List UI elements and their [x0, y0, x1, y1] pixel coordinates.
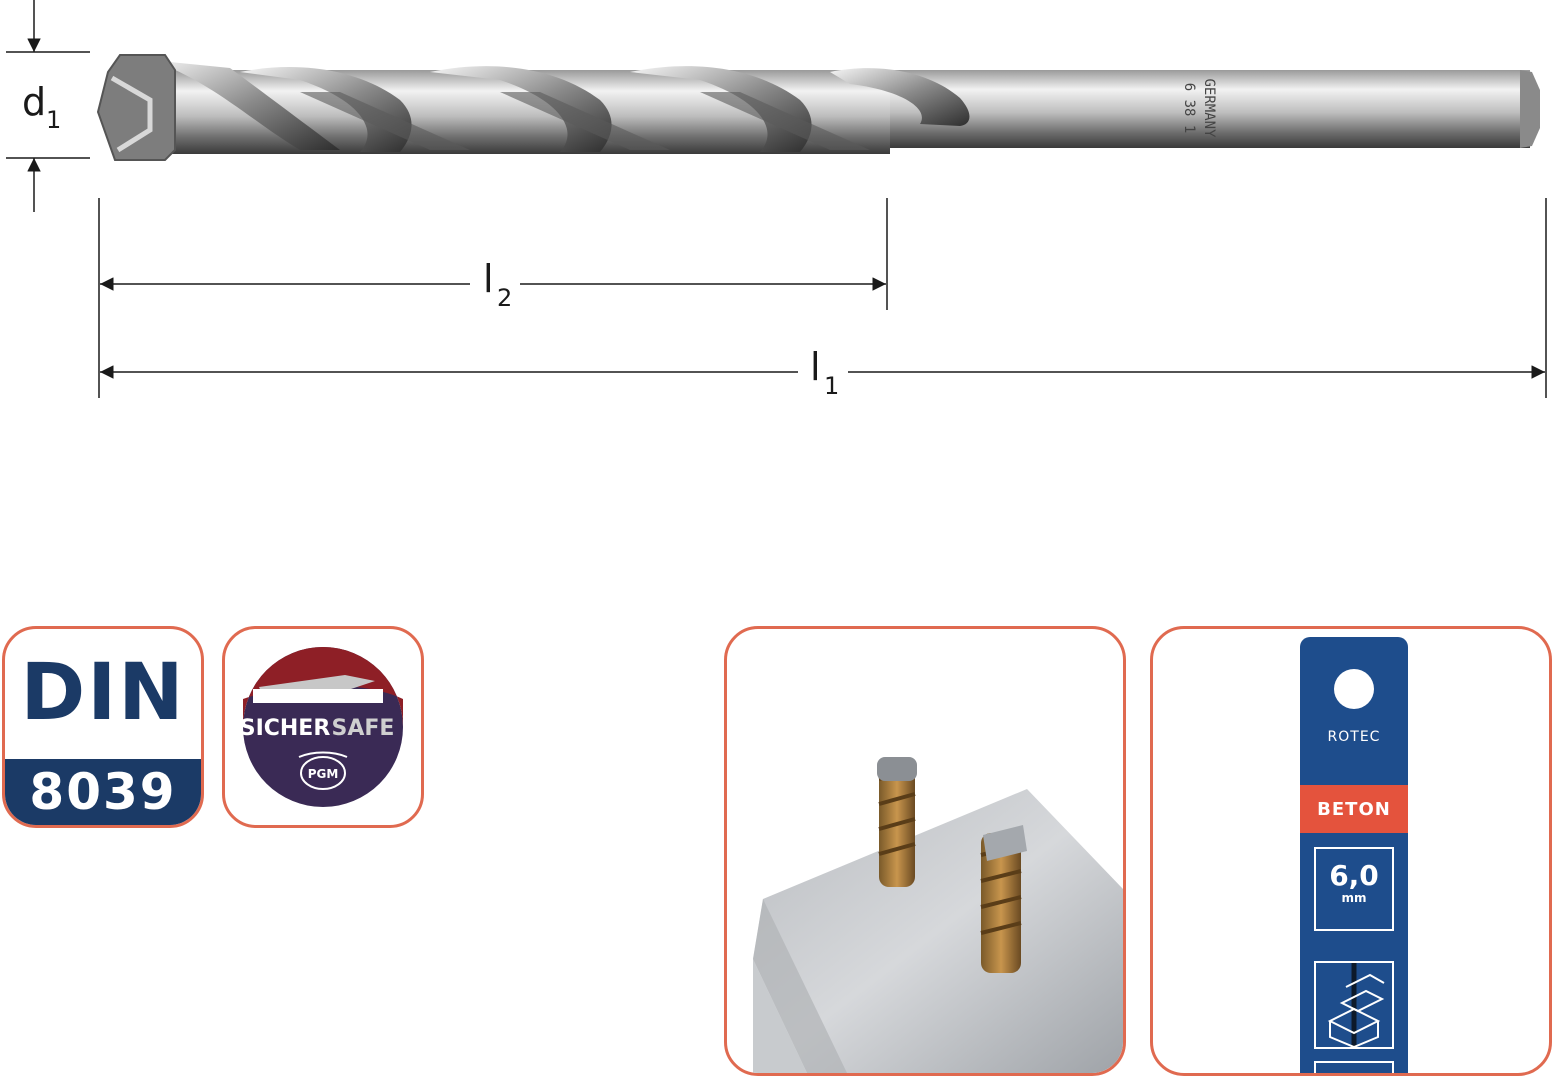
drill-carbide-tip	[96, 54, 176, 161]
sichersafe-name-part1: SICHER	[240, 716, 331, 741]
diameter-label: d	[22, 80, 46, 124]
drill-shank-end	[1520, 70, 1540, 148]
sichersafe-name-part2: SAFE	[332, 716, 395, 741]
sichersafe-sub: PGM	[308, 767, 339, 781]
package-brand: ROTEC	[1327, 729, 1381, 745]
sichersafe-logo: SICHER SAFE PGM	[240, 647, 403, 807]
drill-flutes	[150, 60, 970, 152]
svg-text:GERMANY: GERMANY	[1201, 78, 1217, 138]
total-length-subscript: 1	[824, 372, 839, 400]
din-number: 8039	[5, 759, 201, 825]
svg-text:6 38 1: 6 38 1	[1181, 83, 1197, 134]
drill-package: ROTEC BETON 6,0 mm	[1300, 637, 1408, 1073]
flute-length-subscript: 2	[497, 284, 512, 312]
din-badge: DIN 8039	[2, 626, 204, 828]
total-length-dimension: l 1	[100, 345, 1545, 400]
application-photo	[724, 626, 1126, 1076]
din-label: DIN	[20, 648, 186, 738]
flute-length-label: l	[483, 257, 494, 301]
anchor-right	[980, 825, 1027, 973]
sichersafe-badge: SICHER SAFE PGM	[222, 626, 424, 828]
package-photo: ROTEC BETON 6,0 mm	[1150, 626, 1552, 1076]
package-hang-hole	[1334, 669, 1374, 709]
anchor-left	[877, 757, 917, 887]
drill-marking: 6 38 1 GERMANY	[1181, 78, 1217, 138]
package-size-unit: mm	[1341, 891, 1367, 905]
package-size-value: 6,0	[1329, 859, 1379, 892]
flute-length-dimension: l 2	[100, 257, 886, 312]
diameter-subscript: 1	[46, 106, 61, 134]
drill-shank	[880, 70, 1530, 148]
total-length-label: l	[810, 345, 821, 389]
diameter-dimension: d 1	[6, 0, 90, 212]
drill-bit: 6 38 1 GERMANY	[96, 54, 1540, 161]
package-size-box: 6,0 mm	[1314, 847, 1394, 931]
concrete-block	[753, 789, 1123, 1073]
package-material: BETON	[1300, 785, 1408, 833]
package-footer-box	[1314, 1061, 1394, 1073]
brick-wall-icon	[1314, 961, 1394, 1049]
